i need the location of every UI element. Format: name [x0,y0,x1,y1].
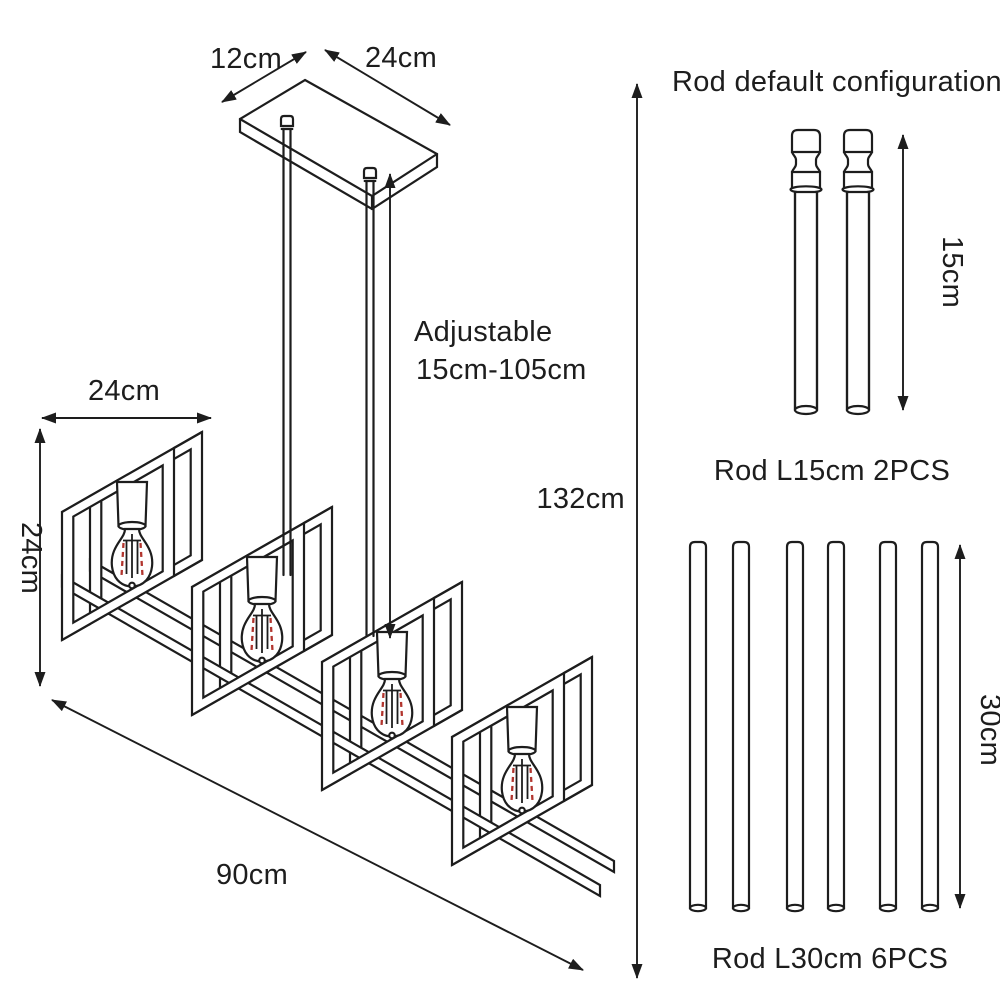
dim-arrow-length-90cm [51,699,584,971]
rod-panel-title: Rod default configuration [672,66,1000,98]
long-rod-3 [785,540,805,913]
long-rod-4 [826,540,846,913]
adjustable-range-label: 15cm-105cm [416,354,587,386]
overall-height-label: 132cm [536,483,625,515]
chandelier-body [60,430,616,898]
cage-height-label: 24cm [15,522,47,594]
total-length-label: 90cm [216,859,288,891]
rod-default-configuration-panel [688,128,940,913]
short-rod-caption: Rod L15cm 2PCS [714,455,950,487]
dimension-arrows [34,49,966,979]
short-rod-dim-label: 15cm [936,236,968,308]
canopy-side-label: 12cm [210,43,282,75]
long-rod-2 [731,540,751,913]
long-rod-caption: Rod L30cm 6PCS [712,943,948,975]
adjustable-label: Adjustable [414,316,552,348]
short-rod-2 [841,128,875,416]
suspension-rod-1 [282,127,292,577]
short-rod-1 [789,128,823,416]
long-rod-5 [878,540,898,913]
suspension-rod-2 [365,179,375,638]
suspension-rods [279,114,378,638]
dim-arrow-canopy-24cm [324,49,451,126]
suspension-rod-1-connector [279,114,295,131]
suspension-rod-2-connector [362,166,378,183]
labels: 12cm 24cm 24cm 24cm 90cm 132cm Adjustabl… [15,42,1000,975]
canopy-front-label: 24cm [365,42,437,74]
long-rod-dim-label: 30cm [974,694,1000,766]
long-rod-1 [688,540,708,913]
dim-arrow-canopy-12cm [221,51,307,103]
cage-width-label: 24cm [88,375,160,407]
long-rod-6 [920,540,940,913]
